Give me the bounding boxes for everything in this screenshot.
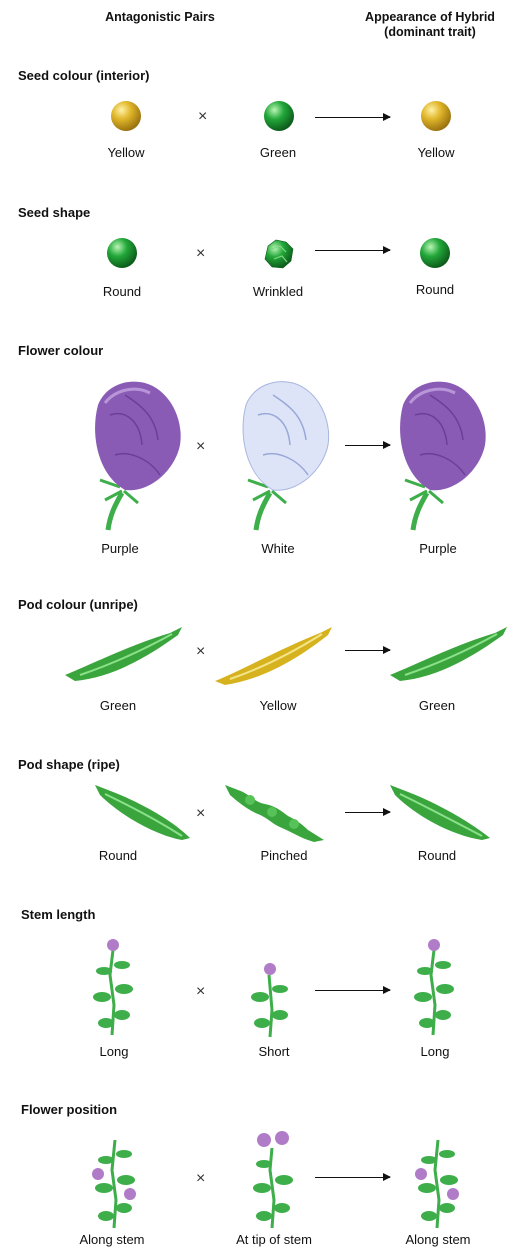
short-stem-plant-icon (240, 955, 300, 1040)
long-stem-plant-icon (403, 935, 463, 1040)
round-pod-icon (385, 780, 495, 845)
green-pod-icon (60, 625, 185, 685)
trait-stem-length: Stem length (21, 907, 95, 922)
trait-pod-colour: Pod colour (unripe) (18, 597, 138, 612)
label-parent2: Yellow (218, 698, 338, 713)
label-parent2: Pinched (224, 848, 344, 863)
cross-symbol: × (196, 438, 205, 456)
header-hybrid-line2: (dominant trait) (330, 25, 523, 40)
cross-symbol: × (198, 108, 207, 126)
label-parent2: Short (214, 1044, 334, 1059)
trait-seed-shape: Seed shape (18, 205, 90, 220)
label-parent1: Green (58, 698, 178, 713)
label-parent1: Purple (60, 541, 180, 556)
arrow (315, 1177, 390, 1178)
header-hybrid-line1: Appearance of Hybrid (330, 10, 523, 25)
long-stem-plant-icon (82, 935, 142, 1040)
arrow (345, 650, 390, 651)
arrow (315, 250, 390, 251)
label-hybrid: Along stem (378, 1232, 498, 1247)
cross-symbol: × (196, 643, 205, 661)
label-hybrid: Round (377, 848, 497, 863)
trait-flower-position: Flower position (21, 1102, 117, 1117)
round-seed-icon (106, 237, 138, 269)
cross-symbol: × (196, 245, 205, 263)
round-seed-icon (419, 237, 451, 269)
arrow (345, 812, 390, 813)
green-pod-icon (385, 625, 510, 685)
label-parent1: Long (54, 1044, 174, 1059)
purple-flower-icon (80, 375, 190, 530)
label-hybrid: Yellow (376, 145, 496, 160)
yellow-seed-icon (420, 100, 452, 132)
arrow (315, 990, 390, 991)
purple-flower-icon (385, 375, 495, 530)
label-parent1: Along stem (52, 1232, 172, 1247)
round-pod-icon (90, 780, 195, 845)
cross-symbol: × (196, 805, 205, 823)
axial-flower-plant-icon (405, 1130, 470, 1230)
label-hybrid: Long (375, 1044, 495, 1059)
label-parent2: Green (218, 145, 338, 160)
label-hybrid: Green (377, 698, 497, 713)
axial-flower-plant-icon (82, 1130, 147, 1230)
label-hybrid: Purple (378, 541, 498, 556)
arrow (345, 445, 390, 446)
green-seed-icon (263, 100, 295, 132)
terminal-flower-plant-icon (240, 1130, 305, 1230)
label-parent1: Round (62, 284, 182, 299)
wrinkled-seed-icon (262, 237, 296, 271)
label-parent2: Wrinkled (218, 284, 338, 299)
label-parent1: Round (58, 848, 178, 863)
cross-symbol: × (196, 1170, 205, 1188)
label-parent2: At tip of stem (214, 1232, 334, 1247)
yellow-pod-icon (210, 625, 335, 687)
trait-seed-colour: Seed colour (interior) (18, 68, 149, 83)
label-hybrid: Round (375, 282, 495, 297)
pinched-pod-icon (220, 780, 332, 845)
trait-flower-colour: Flower colour (18, 343, 103, 358)
yellow-seed-icon (110, 100, 142, 132)
white-flower-icon (228, 375, 338, 530)
cross-symbol: × (196, 983, 205, 1001)
label-parent2: White (218, 541, 338, 556)
trait-pod-shape: Pod shape (ripe) (18, 757, 120, 772)
arrow (315, 117, 390, 118)
label-parent1: Yellow (66, 145, 186, 160)
header-antagonistic-pairs: Antagonistic Pairs (60, 10, 260, 25)
